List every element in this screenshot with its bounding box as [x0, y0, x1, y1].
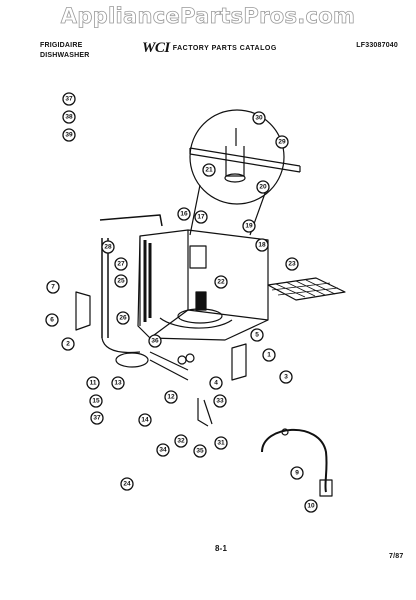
- hose-clamp: [177, 355, 187, 365]
- rack-grid: [267, 277, 346, 301]
- watermark: AppliancePartsPros.com: [60, 4, 356, 29]
- callout-label: 11: [90, 380, 97, 387]
- spray-tower: [189, 245, 207, 269]
- legend-callout-label: 38: [65, 114, 73, 121]
- callout-label: 34: [159, 447, 167, 454]
- spray-arm-hub: [225, 146, 245, 177]
- model-number: LF33087040: [356, 42, 398, 49]
- rack-grid-wires: [271, 279, 339, 298]
- page-number: 8-1: [215, 544, 228, 553]
- callout-label: 32: [177, 438, 185, 445]
- callout-label: 33: [216, 398, 224, 405]
- callout-label: 2: [66, 341, 70, 348]
- callout-label: 18: [258, 242, 266, 249]
- spray-arm-detail-circle: [189, 109, 285, 205]
- spray-arm-bearing: [224, 173, 246, 183]
- legend-callout: [62, 92, 76, 106]
- callout-label: 14: [141, 417, 149, 424]
- callout-label: 19: [245, 223, 253, 230]
- callout-label: 25: [117, 278, 125, 285]
- callout-label: 3: [284, 374, 288, 381]
- callout-label: 17: [197, 214, 205, 221]
- drain-valve: [115, 352, 149, 368]
- fill-tube-bend: [101, 337, 141, 354]
- drain-hoses: [149, 351, 189, 381]
- tub-outline: [137, 229, 269, 341]
- callout-label: 29: [278, 139, 286, 146]
- catalog-title: FACTORY PARTS CATALOG: [172, 45, 277, 52]
- callout-label: 6: [50, 317, 54, 324]
- catalog-date: 7/87: [389, 553, 404, 560]
- right-bracket: [231, 343, 247, 381]
- legend-callout: [62, 110, 76, 124]
- float-switch: [197, 398, 213, 427]
- callout-label: 7: [51, 284, 55, 291]
- inlet-hose: [261, 428, 328, 493]
- hose-fitting: [281, 428, 289, 436]
- callout-label: 28: [104, 244, 112, 251]
- callout-label: 5: [255, 332, 259, 339]
- brand-block: FRIGIDAIRE DISHWASHER: [40, 41, 89, 61]
- callout-label: 37: [93, 415, 101, 422]
- hose-clamp-2: [185, 353, 195, 363]
- callout-label: 24: [123, 481, 131, 488]
- callout-label: 1: [267, 352, 271, 359]
- callout-label: 30: [255, 115, 263, 122]
- spray-arm: [189, 147, 301, 173]
- fill-tube: [99, 214, 163, 338]
- callout-label: 31: [217, 440, 225, 447]
- callout-label: 23: [288, 261, 296, 268]
- callout-label: 13: [114, 380, 122, 387]
- brand-name: FRIGIDAIRE: [40, 42, 83, 49]
- callout-label: 15: [92, 398, 100, 405]
- callout-label: 27: [117, 261, 125, 268]
- callout-label: 36: [151, 338, 159, 345]
- detail-leader-lines: [189, 184, 269, 236]
- catalog-header: WCI FACTORY PARTS CATALOG: [142, 40, 277, 57]
- callout-label: 22: [217, 279, 225, 286]
- wci-logo: WCI: [142, 40, 170, 56]
- inlet-valve: [319, 479, 333, 497]
- callout-label: 20: [259, 184, 267, 191]
- tub-floor: [159, 317, 233, 329]
- callout-label: 4: [214, 380, 218, 387]
- legend-callout: [62, 128, 76, 142]
- tub-side-wall: [143, 240, 152, 322]
- callout-label: 21: [205, 167, 213, 174]
- product-type: DISHWASHER: [40, 52, 90, 59]
- legend-callout-label: 37: [65, 96, 73, 103]
- callout-label: 10: [307, 503, 315, 510]
- callout-label: 16: [180, 211, 188, 218]
- legend-callout-label: 39: [65, 132, 73, 139]
- callout-label: 12: [167, 394, 175, 401]
- callout-label: 35: [196, 448, 204, 455]
- callout-label: 9: [295, 470, 299, 477]
- callout-label: 26: [119, 315, 127, 322]
- motor-pump: [195, 291, 207, 311]
- left-bracket: [75, 291, 91, 331]
